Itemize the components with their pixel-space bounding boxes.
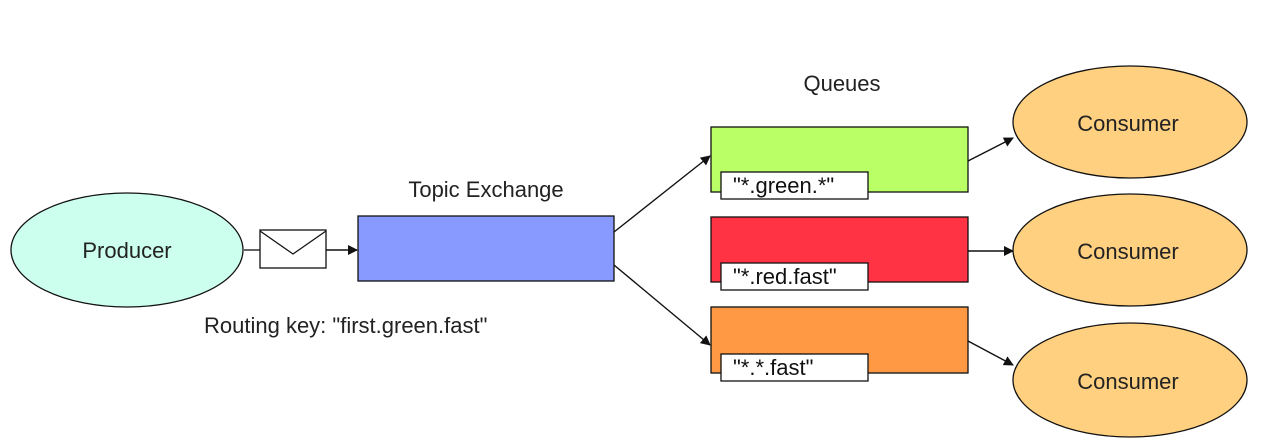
exchange-to-green-queue-arrow — [613, 155, 711, 233]
queue-orange[interactable]: "*.*.fast" — [710, 306, 969, 382]
producer-ellipse — [10, 192, 244, 308]
green-binding-key: "*.green.*" — [733, 173, 834, 198]
topic-exchange-box[interactable] — [357, 215, 615, 282]
envelope-icon — [259, 229, 327, 269]
orange-binding-key-box — [720, 353, 869, 382]
routing-key-label: Routing key: "first.green.fast" — [204, 313, 487, 338]
consumer-node-1[interactable]: Consumer — [1012, 65, 1248, 179]
queue-green[interactable]: "*.green.*" — [710, 126, 969, 200]
consumer-label-1: Consumer — [1077, 111, 1178, 136]
consumer-node-3[interactable]: Consumer — [1012, 322, 1248, 438]
red-binding-key: "*.red.fast" — [733, 264, 837, 289]
green-queue-to-consumer-arrow — [967, 137, 1014, 162]
consumer-ellipse-1 — [1012, 65, 1248, 179]
queues-title: Queues — [803, 71, 880, 96]
exchange-to-orange-queue-arrow — [613, 264, 711, 346]
consumer-ellipse-2 — [1012, 193, 1248, 307]
consumer-node-2[interactable]: Consumer — [1012, 193, 1248, 307]
red-binding-key-box — [720, 262, 869, 291]
producer-node[interactable]: Producer — [10, 192, 244, 308]
consumer-label-2: Consumer — [1077, 239, 1178, 264]
producer-label: Producer — [82, 238, 171, 263]
consumer-label-3: Consumer — [1077, 369, 1178, 394]
consumer-ellipse-3 — [1012, 322, 1248, 438]
queue-red[interactable]: "*.red.fast" — [710, 216, 969, 291]
exchange-title: Topic Exchange — [408, 177, 563, 202]
orange-binding-key: "*.*.fast" — [733, 355, 813, 380]
orange-queue-to-consumer-arrow — [967, 340, 1014, 366]
green-binding-key-box — [720, 171, 869, 200]
